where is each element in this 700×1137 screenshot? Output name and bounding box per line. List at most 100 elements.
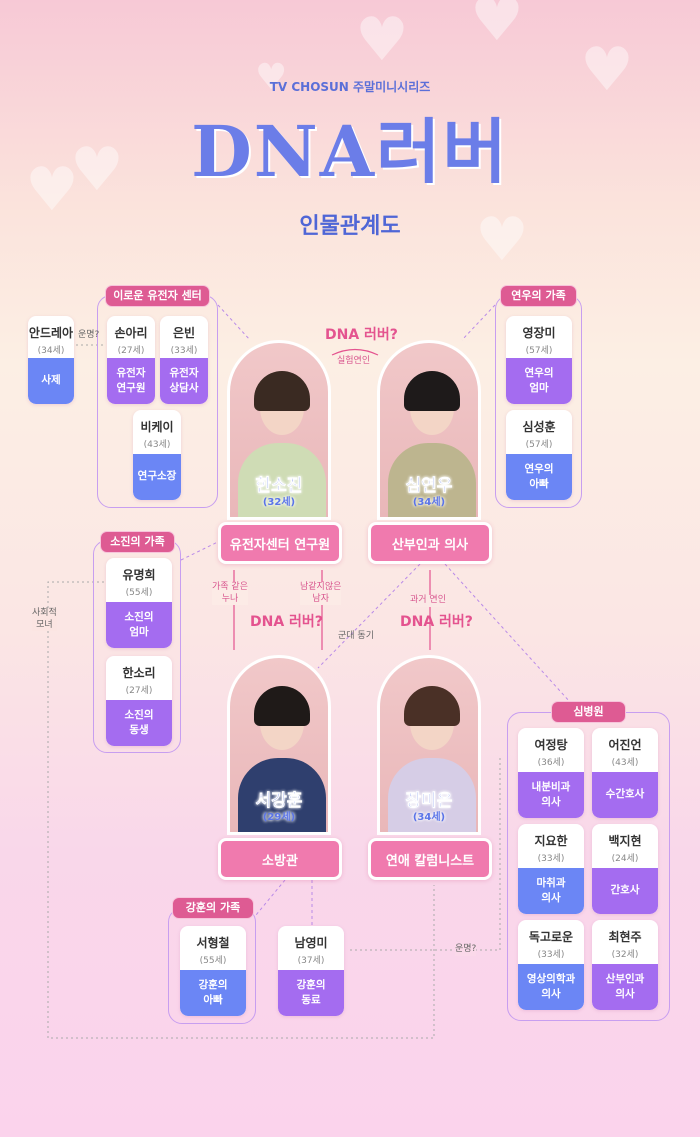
card-age: (24세) — [611, 854, 639, 864]
group-label-hospital: 심병원 — [551, 701, 626, 723]
card-name: 여정탕 — [534, 738, 568, 752]
card-age: (57세) — [525, 346, 553, 356]
heart-decoration: ♥ — [255, 57, 288, 98]
card-name: 지요한 — [534, 834, 568, 848]
card-role: 유전자 연구원 — [107, 358, 155, 404]
card-name: 백지현 — [608, 834, 642, 848]
relation-dna-top: DNA 러버? — [325, 327, 398, 343]
card-role: 유전자 상담사 — [160, 358, 208, 404]
card-age: (33세) — [170, 346, 198, 356]
card-name: 안드레아 — [28, 326, 74, 340]
relation-experiment-label: 실험연인 — [337, 356, 371, 366]
character-card-choihyunju: 최현주 (32세) 산부인과 의사 — [592, 920, 658, 1010]
card-age: (57세) — [525, 440, 553, 450]
card-name: 남영미 — [294, 936, 328, 950]
character-card-sonari: 손아리 (27세) 유전자 연구원 — [107, 316, 155, 404]
relation-fate2-label: 운명? — [455, 944, 477, 956]
character-photo-mieun: 장미은 (34세) — [377, 655, 481, 835]
card-age: (36세) — [537, 758, 565, 768]
card-age: (43세) — [611, 758, 639, 768]
character-name: 서강훈 — [255, 791, 303, 812]
portrait-hair — [404, 371, 460, 411]
drama-logo: DNA러버 — [191, 110, 509, 193]
card-age: (32세) — [611, 950, 639, 960]
relation-dna-left: DNA 러버? — [250, 614, 323, 630]
portrait-body — [238, 443, 326, 517]
card-age: (27세) — [117, 346, 145, 356]
card-age: (27세) — [125, 686, 153, 696]
heart-decoration: ♥ — [470, 0, 524, 55]
character-photo-yeonwoo: 심연우 (34세) — [377, 340, 481, 520]
card-age: (33세) — [537, 950, 565, 960]
heart-decoration: ♥ — [475, 205, 529, 275]
character-name: 심연우 — [405, 476, 453, 497]
relation-fate-label: 운명? — [78, 330, 100, 340]
character-card-andrea: 안드레아 (34세) 사제 — [28, 316, 74, 404]
relation-dna-right: DNA 러버? — [400, 614, 473, 630]
card-role: 강훈의 아빠 — [180, 970, 246, 1016]
portrait-body — [388, 758, 476, 832]
card-role: 산부인과 의사 — [592, 964, 658, 1010]
group-label-yeonwoo-family: 연우의 가족 — [500, 285, 577, 307]
card-name: 어진언 — [608, 738, 642, 752]
character-card-yeojungtang: 여정탕 (36세) 내분비과 의사 — [518, 728, 584, 818]
card-name: 한소리 — [122, 666, 156, 680]
card-name: 최현주 — [608, 930, 642, 944]
character-photo-sojin: 한소진 (32세) — [227, 340, 331, 520]
card-age: (43세) — [143, 440, 171, 450]
card-name: 서형철 — [196, 936, 230, 950]
page-title: 인물관계도 — [299, 214, 401, 239]
card-name: 영장미 — [522, 326, 556, 340]
card-name: 독고로운 — [528, 930, 574, 944]
heart-decoration: ♥ — [580, 35, 634, 105]
brand-label: TV CHOSUN 주말미니시리즈 — [269, 80, 431, 94]
relation-not-stranger-label: 남같지않은 남자 — [300, 582, 342, 606]
card-role: 연구소장 — [133, 454, 181, 500]
card-role: 내분비과 의사 — [518, 772, 584, 818]
character-card-bk: 비케이 (43세) 연구소장 — [133, 410, 181, 500]
relation-army-label: 군대 동기 — [338, 631, 374, 641]
character-card-baekjihyun: 백지현 (24세) 간호사 — [592, 824, 658, 914]
card-name: 심성훈 — [522, 420, 556, 434]
heart-decoration: ♥ — [355, 5, 409, 75]
card-age: (33세) — [537, 854, 565, 864]
card-role: 소진의 동생 — [106, 700, 172, 746]
character-role-sojin: 유전자센터 연구원 — [218, 522, 342, 564]
character-age: (29세) — [262, 812, 296, 823]
card-role: 강훈의 동료 — [278, 970, 344, 1016]
portrait-body — [388, 443, 476, 517]
character-card-yoomyunghee: 유명희 (55세) 소진의 엄마 — [106, 558, 172, 648]
card-name: 손아리 — [114, 326, 148, 340]
character-card-youngjangmi: 영장미 (57세) 연우의 엄마 — [506, 316, 572, 404]
character-name: 한소진 — [255, 476, 303, 497]
character-card-simsunghun: 심성훈 (57세) 연우의 아빠 — [506, 410, 572, 500]
portrait-body — [238, 758, 326, 832]
character-card-jiyohan: 지요한 (33세) 마취과 의사 — [518, 824, 584, 914]
group-label-sojin-family: 소진의 가족 — [100, 531, 175, 553]
character-name: 장미은 — [405, 791, 453, 812]
card-role: 연우의 아빠 — [506, 454, 572, 500]
character-age: (32세) — [262, 497, 296, 508]
group-label-ganghun-family: 강훈의 가족 — [172, 897, 254, 919]
card-role: 사제 — [28, 358, 74, 404]
character-card-namyoungmi: 남영미 (37세) 강훈의 동료 — [278, 926, 344, 1016]
character-card-eunbin: 은빈 (33세) 유전자 상담사 — [160, 316, 208, 404]
card-name: 은빈 — [172, 326, 196, 340]
card-role: 마취과 의사 — [518, 868, 584, 914]
heart-decoration: ♥ — [70, 135, 124, 205]
card-role: 소진의 엄마 — [106, 602, 172, 648]
card-role: 수간호사 — [592, 772, 658, 818]
card-age: (37세) — [297, 956, 325, 966]
character-card-seohyungchul: 서형철 (55세) 강훈의 아빠 — [180, 926, 246, 1016]
character-age: (34세) — [412, 497, 446, 508]
card-role: 영상의학과 의사 — [518, 964, 584, 1010]
relation-family-sister-label: 가족 같은 누나 — [212, 582, 248, 606]
character-photo-ganghun: 서강훈 (29세) — [227, 655, 331, 835]
character-card-dokgoroun: 독고로운 (33세) 영상의학과 의사 — [518, 920, 584, 1010]
character-card-eojineon: 어진언 (43세) 수간호사 — [592, 728, 658, 818]
card-age: (34세) — [37, 346, 65, 356]
portrait-hair — [404, 686, 460, 726]
relation-past-lover-label: 과거 연인 — [410, 595, 446, 607]
character-role-mieun: 연애 칼럼니스트 — [368, 838, 492, 880]
